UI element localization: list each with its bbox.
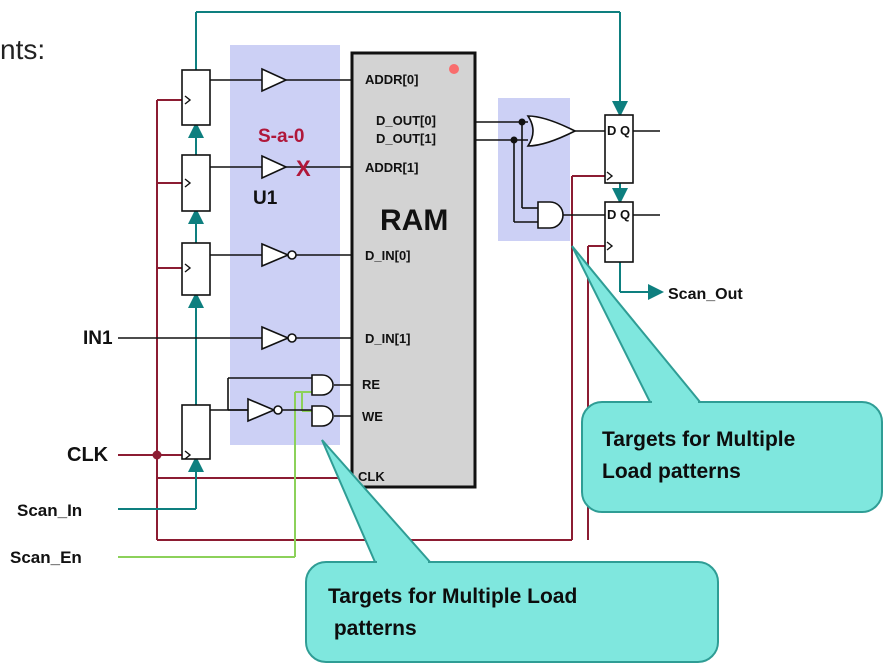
gate-label-u1: U1: [253, 188, 278, 209]
flop2-dq-label: D Q: [607, 207, 630, 222]
fault-label: S-a-0: [258, 126, 304, 147]
flop1-dq-label: D Q: [607, 123, 630, 138]
inverter-we: [247, 397, 277, 423]
and-gate-out: [537, 201, 564, 229]
output-flop-2: [604, 201, 634, 263]
callout-bottom: [305, 439, 719, 663]
and-gate-we: [311, 405, 334, 427]
input-in1: IN1: [83, 328, 113, 349]
pin-we: WE: [362, 409, 383, 424]
dout0-junction-dot: [518, 118, 526, 126]
callout-right-line2: Load patterns: [602, 460, 741, 483]
output-scan-out: Scan_Out: [668, 286, 743, 303]
callout-bottom-line1: Targets for Multiple Load: [328, 585, 577, 608]
output-flop-clock-symbols: [606, 171, 614, 251]
buffer-u1: [261, 154, 288, 180]
callout-right-line1: Targets for Multiple: [602, 428, 795, 451]
re-we-and-gates: [311, 374, 334, 427]
callout-bottom-line2: patterns: [328, 617, 417, 640]
output-gates: [526, 115, 577, 229]
scan-flop-4: [181, 404, 211, 460]
pin-din1: D_IN[1]: [365, 331, 411, 346]
input-clk: CLK: [67, 444, 109, 466]
output-flop-1: [604, 114, 634, 184]
pin-addr0: ADDR[0]: [365, 72, 418, 87]
pin-re: RE: [362, 377, 380, 392]
data-wires: [118, 79, 660, 417]
input-scan-en: Scan_En: [10, 548, 82, 567]
inverter-din0: [261, 242, 291, 268]
scan-flop-2: [181, 154, 211, 212]
pointer-dot: [449, 64, 459, 74]
dout1-junction-dot: [510, 136, 518, 144]
inverter-din1: [261, 325, 291, 351]
scan-chain-network: [118, 11, 664, 510]
callout-right: [571, 245, 883, 513]
input-scan-in: Scan_In: [17, 501, 82, 520]
or-gate: [526, 115, 577, 147]
flop-clock-symbols: [184, 95, 192, 460]
buffer-gates: [247, 67, 297, 423]
pin-clk: CLK: [358, 469, 385, 484]
and-gate-re: [311, 374, 334, 396]
ram-block: [350, 51, 477, 489]
clock-junction-dot: [152, 450, 162, 460]
fault-marker: X: [296, 156, 311, 181]
input-scan-flops: [181, 69, 211, 460]
buffer-addr0: [261, 67, 288, 93]
scan-enable-network: [118, 391, 312, 558]
output-scan-flops: [604, 114, 634, 263]
ram-title: RAM: [380, 204, 448, 237]
pin-addr1: ADDR[1]: [365, 160, 418, 175]
pin-din0: D_IN[0]: [365, 248, 411, 263]
slide-heading-fragment: nts:: [0, 34, 45, 65]
scan-flop-3: [181, 242, 211, 296]
pin-dout0: D_OUT[0]: [376, 113, 436, 128]
pin-dout1: D_OUT[1]: [376, 131, 436, 146]
